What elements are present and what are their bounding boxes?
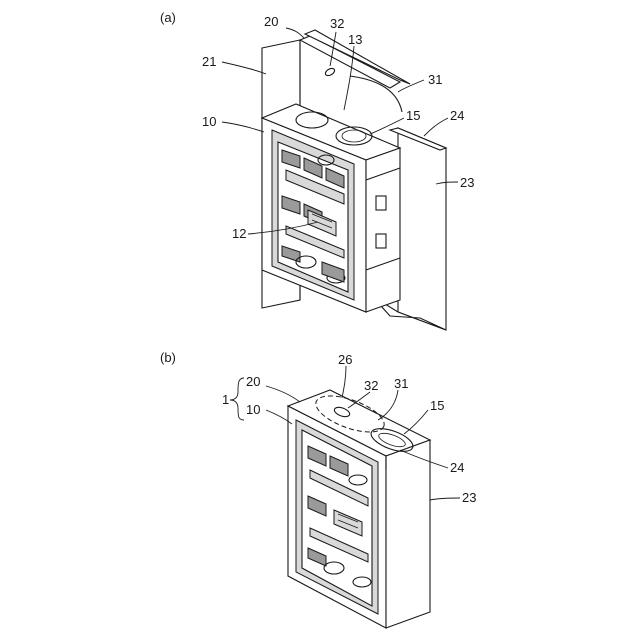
hole-32 bbox=[324, 67, 336, 77]
label-b-31: 31 bbox=[394, 376, 408, 391]
leader-b-20 bbox=[266, 386, 300, 402]
label-b-1: 1 bbox=[222, 392, 229, 407]
label-13: 13 bbox=[348, 32, 362, 47]
label-12: 12 bbox=[232, 226, 246, 241]
leader-24 bbox=[424, 118, 448, 136]
label-23: 23 bbox=[460, 175, 474, 190]
leader-20 bbox=[286, 28, 304, 38]
leader-b-23 bbox=[430, 498, 460, 500]
label-24: 24 bbox=[450, 108, 464, 123]
label-b-26: 26 bbox=[338, 352, 352, 367]
label-b-24: 24 bbox=[450, 460, 464, 475]
assembled-side-23 bbox=[386, 440, 430, 628]
panel-b: (b) bbox=[160, 350, 476, 628]
label-b-15: 15 bbox=[430, 398, 444, 413]
label-b-32: 32 bbox=[364, 378, 378, 393]
label-32: 32 bbox=[330, 16, 344, 31]
plate-23 bbox=[398, 128, 446, 330]
brace-1 bbox=[230, 378, 244, 420]
leader-b-26 bbox=[342, 366, 346, 398]
label-b-10: 10 bbox=[246, 402, 260, 417]
panel-a: (a) bbox=[160, 10, 474, 330]
label-21: 21 bbox=[202, 54, 216, 69]
label-b-23: 23 bbox=[462, 490, 476, 505]
label-10: 10 bbox=[202, 114, 216, 129]
leader-10 bbox=[222, 122, 264, 132]
label-31: 31 bbox=[428, 72, 442, 87]
label-b-20: 20 bbox=[246, 374, 260, 389]
panel-a-caption: (a) bbox=[160, 10, 176, 25]
label-20: 20 bbox=[264, 14, 278, 29]
label-15: 15 bbox=[406, 108, 420, 123]
leader-31 bbox=[398, 80, 424, 92]
leader-21 bbox=[222, 62, 266, 74]
panel-b-caption: (b) bbox=[160, 350, 176, 365]
box-10-side bbox=[366, 148, 400, 312]
